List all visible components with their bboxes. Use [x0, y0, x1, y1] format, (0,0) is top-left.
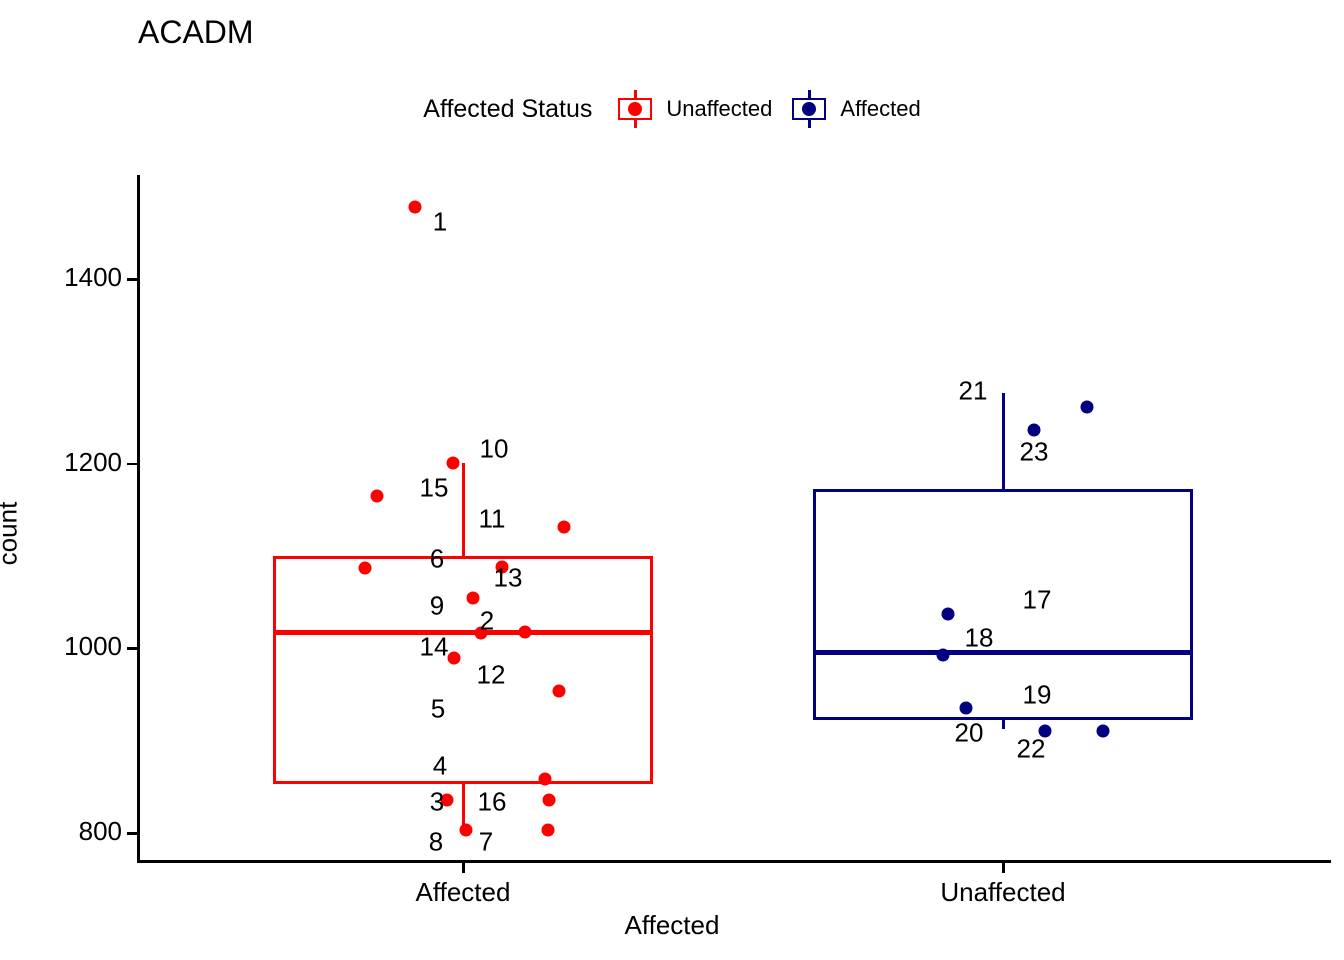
- data-point-label: 17: [1022, 584, 1052, 615]
- data-point[interactable]: [541, 823, 555, 837]
- data-point[interactable]: [1038, 724, 1052, 738]
- x-tick-mark: [1002, 862, 1005, 873]
- y-tick-label: 1400: [64, 262, 122, 292]
- data-point-label: 19: [1022, 679, 1052, 710]
- data-point[interactable]: [446, 456, 460, 470]
- data-point-label: 6: [429, 543, 445, 574]
- data-point-label: 20: [954, 717, 984, 748]
- legend-entry-unaffected[interactable]: Unaffected: [614, 89, 772, 129]
- data-point[interactable]: [459, 823, 473, 837]
- y-axis-line: [137, 175, 140, 863]
- data-point-label: 1: [432, 206, 448, 237]
- box-iqr: [813, 488, 1193, 721]
- box-iqr: [273, 556, 653, 785]
- data-point-label: 11: [478, 503, 506, 534]
- data-point[interactable]: [474, 626, 488, 640]
- whisker-upper: [1001, 392, 1005, 489]
- data-point-label: 15: [419, 472, 449, 503]
- median-line: [813, 650, 1193, 656]
- data-point[interactable]: [370, 489, 384, 503]
- data-point[interactable]: [1096, 724, 1110, 738]
- data-point[interactable]: [466, 591, 480, 605]
- data-point-label: 7: [478, 826, 494, 857]
- data-point[interactable]: [557, 520, 571, 534]
- data-point[interactable]: [542, 793, 556, 807]
- whisker-lower: [461, 784, 465, 833]
- data-point-label: 10: [479, 433, 509, 464]
- data-point[interactable]: [408, 200, 422, 214]
- whisker-lower: [1001, 720, 1005, 729]
- data-point-label: 23: [1019, 436, 1049, 467]
- x-axis-line: [137, 860, 1331, 863]
- y-tick-mark: [127, 647, 138, 650]
- y-tick-label: 800: [78, 816, 122, 846]
- data-point-label: 21: [958, 375, 988, 406]
- whisker-upper: [461, 462, 465, 556]
- legend-title: Affected Status: [423, 94, 593, 123]
- data-point[interactable]: [1080, 400, 1094, 414]
- y-tick-label: 1000: [64, 631, 122, 662]
- data-point-label: 2: [479, 605, 495, 636]
- data-point[interactable]: [941, 607, 955, 621]
- data-point[interactable]: [1027, 423, 1041, 437]
- data-point-label: 22: [1016, 733, 1046, 764]
- data-point[interactable]: [358, 561, 372, 575]
- data-point-label: 4: [432, 750, 448, 781]
- data-point[interactable]: [518, 625, 532, 639]
- boxplot-key-icon-unaffected: [614, 89, 656, 129]
- y-tick-mark: [127, 462, 138, 466]
- x-tick-label: Unaffected: [940, 877, 1066, 907]
- data-point[interactable]: [447, 651, 461, 665]
- data-point-label: 12: [476, 659, 506, 690]
- data-point-label: 5: [430, 693, 446, 724]
- data-point-label: 13: [493, 562, 523, 593]
- data-point[interactable]: [552, 684, 566, 698]
- data-point[interactable]: [538, 772, 552, 786]
- data-point[interactable]: [936, 648, 950, 662]
- median-line: [273, 630, 653, 636]
- data-point-label: 8: [428, 826, 444, 857]
- x-axis-title: Affected: [624, 910, 720, 940]
- y-tick-mark: [127, 832, 138, 835]
- y-tick-label: 1200: [64, 446, 122, 477]
- legend-entry-affected[interactable]: Affected: [788, 89, 921, 129]
- data-point[interactable]: [959, 701, 973, 715]
- data-point-label: 16: [477, 786, 507, 817]
- legend-label-unaffected: Unaffected: [666, 96, 773, 121]
- x-tick-mark: [462, 862, 465, 873]
- page-title: ACADM: [138, 14, 254, 50]
- data-point-label: 9: [429, 590, 445, 621]
- data-point-label: 14: [419, 631, 449, 662]
- x-tick-label: Affected: [415, 877, 511, 907]
- legend: Affected Status Unaffected Affected: [0, 88, 1344, 130]
- data-point[interactable]: [495, 560, 509, 574]
- boxplot-key-icon-affected: [788, 89, 830, 129]
- legend-label-affected: Affected: [840, 96, 921, 121]
- data-point-label: 3: [429, 786, 445, 817]
- data-point[interactable]: [440, 793, 454, 807]
- y-tick-mark: [127, 278, 138, 281]
- data-point-label: 18: [964, 622, 994, 653]
